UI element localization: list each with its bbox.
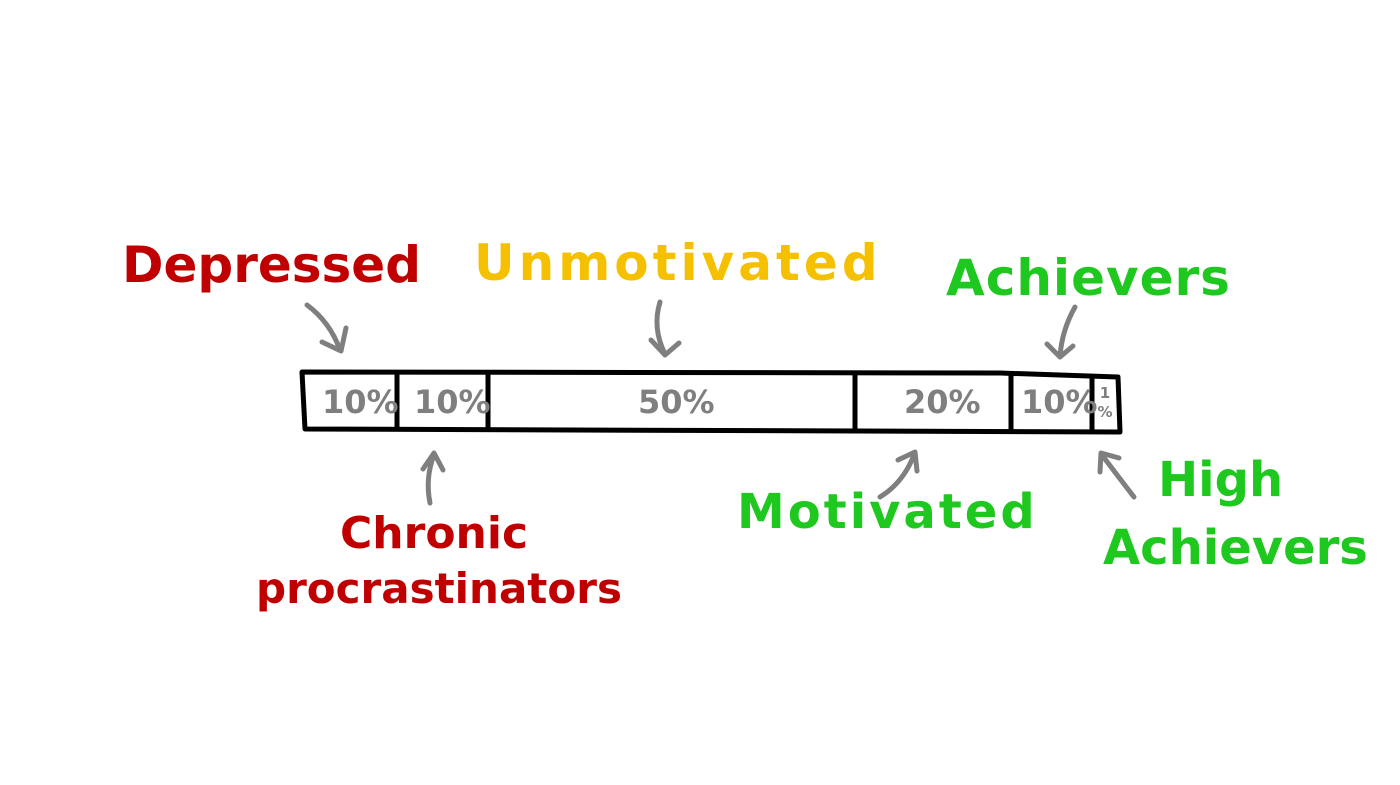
high-achievers-label-line2: Achievers [1103,520,1368,576]
motivated-arrow-icon [877,452,917,500]
segment-label-motivated: 20% [904,383,981,421]
depressed-arrowhead-icon [319,325,349,354]
achievers-arrowhead-icon [1044,341,1076,360]
high-achievers-arrow-icon [1099,452,1137,500]
segment-label-high-achievers-top: 1 [1099,384,1111,402]
depressed-label: Depressed [122,236,421,294]
bar-outline [299,369,1123,435]
segment-label-depressed: 10% [322,383,399,421]
segment-label-high-achievers-bottom: % [1097,403,1113,421]
unmotivated-arrowhead-icon [648,337,682,358]
depressed-arrow-icon [304,302,343,353]
motivated-arrowhead-icon [895,449,920,474]
achievers-label: Achievers [946,249,1231,307]
achievers-arrow-icon [1057,304,1078,359]
segment-label-achievers: 10% [1021,383,1098,421]
chronic-arrowhead-icon [420,450,446,473]
unmotivated-label: Unmotivated [474,234,882,292]
motivated-label: Motivated [737,484,1038,540]
segment-label-chronic: 10% [414,383,491,421]
high-achievers-arrowhead-icon [1097,450,1122,475]
high-achievers-label-line1: High [1158,452,1284,508]
chronic-label-line2: procrastinators [256,564,622,613]
segment-label-unmotivated: 50% [638,383,715,421]
chronic-label-line1: Chronic [340,508,529,559]
